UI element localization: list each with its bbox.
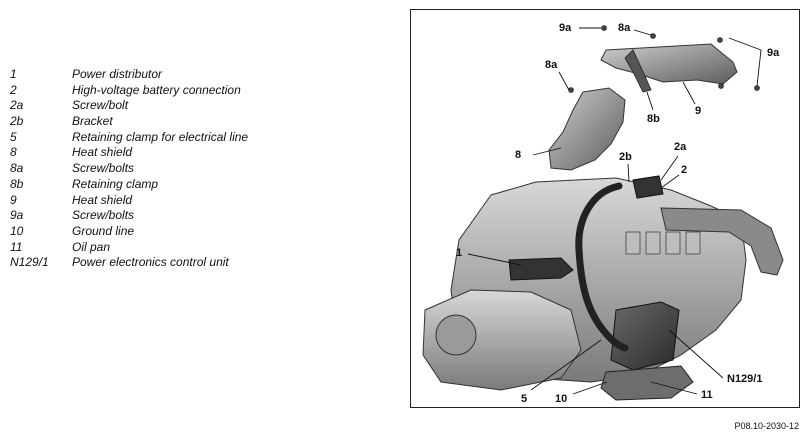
legend-description: Bracket	[72, 114, 113, 129]
legend-code: 10	[10, 223, 24, 238]
callout-2b: 2b	[619, 151, 632, 163]
callout-8b: 8b	[647, 113, 660, 125]
legend-code: 2a	[10, 98, 24, 113]
legend-code: 1	[10, 67, 17, 81]
intake-pipe	[660, 207, 784, 276]
legend-code: N129/1	[10, 255, 49, 270]
callout-N129-1: N129/1	[727, 373, 762, 385]
callout-5: 5	[521, 393, 527, 405]
battery-connection	[632, 175, 664, 199]
legend-code: 2	[10, 82, 17, 97]
legend-code: 5	[10, 129, 17, 144]
flywheel-housing	[435, 314, 477, 356]
callout-8a-left: 8a	[545, 59, 558, 71]
leader-lines	[467, 27, 762, 395]
legend-row: 9a Screw/bolts	[10, 208, 390, 224]
legend-code: 8a	[10, 161, 24, 176]
callout-11: 11	[701, 389, 713, 401]
cylinder-head-detail	[625, 231, 701, 255]
callout-10: 10	[555, 393, 567, 405]
callout-8a-top: 8a	[618, 22, 631, 34]
legend-row: 9 Heat shield	[10, 193, 390, 209]
legend-code: 11	[10, 239, 23, 254]
legend-code: 8b	[10, 176, 24, 191]
legend-row: 2 High-voltage battery connection	[10, 83, 390, 99]
callout-8: 8	[515, 149, 521, 161]
legend-row: 1 Power distributor	[10, 67, 390, 83]
callout-9a-top: 9a	[559, 22, 572, 34]
legend-description: Screw/bolts	[72, 208, 135, 223]
power-distributor	[508, 257, 574, 281]
heat-shield-9	[600, 43, 738, 85]
engine-illustration: 9a 8a 9a 8a 8b 9 8 2b 2a 2 1 N129/1 5 10…	[422, 22, 784, 405]
legend-description: Retaining clamp	[72, 176, 159, 191]
callout-9: 9	[695, 105, 701, 117]
legend-description: Ground line	[72, 223, 135, 238]
legend-description: Power distributor	[72, 67, 163, 81]
legend-description: Power electronics control unit	[72, 255, 229, 270]
callout-2: 2	[681, 164, 687, 176]
legend-row: 11 Oil pan	[10, 240, 390, 256]
oil-pan	[600, 365, 694, 401]
engine-illustration-frame: 9a 8a 9a 8a 8b 9 8 2b 2a 2 1 N129/1 5 10…	[410, 9, 800, 408]
legend-row: 8 Heat shield	[10, 145, 390, 161]
legend-row: 8a Screw/bolts	[10, 161, 390, 177]
legend-row: 2a Screw/bolt	[10, 98, 390, 114]
legend-row: 10 Ground line	[10, 224, 390, 240]
transmission-housing	[422, 289, 582, 391]
high-voltage-cable	[575, 182, 629, 352]
legend-code: 8	[10, 145, 17, 160]
legend-description: Retaining clamp for electrical line	[72, 129, 249, 144]
legend-code: 9a	[10, 208, 24, 223]
legend-description: Screw/bolts	[72, 161, 135, 176]
legend-code: 9	[10, 192, 17, 207]
figure-reference-code: P08.10-2030-12	[734, 421, 799, 431]
legend-description: High-voltage battery connection	[72, 82, 241, 97]
legend-table: 1 Power distributor 2 High-voltage battery…	[10, 67, 390, 271]
legend-code: 2b	[10, 114, 24, 129]
retaining-clamp-8b	[624, 49, 652, 93]
legend-description: Oil pan	[72, 239, 111, 254]
legend-row: N129/1 Power electronics control unit	[10, 255, 390, 271]
legend-row: 5 Retaining clamp for electrical line	[10, 130, 390, 146]
legend-description: Heat shield	[72, 192, 133, 207]
legend-row: 8b Retaining clamp	[10, 177, 390, 193]
callout-1: 1	[456, 247, 462, 259]
legend-row: 2b Bracket	[10, 114, 390, 130]
power-electronics-unit	[610, 301, 680, 371]
legend-description: Screw/bolt	[72, 98, 129, 113]
callout-9a-right: 9a	[767, 47, 780, 59]
heat-shield-8	[548, 87, 626, 171]
legend-description: Heat shield	[72, 145, 133, 160]
callout-2a: 2a	[674, 141, 687, 153]
